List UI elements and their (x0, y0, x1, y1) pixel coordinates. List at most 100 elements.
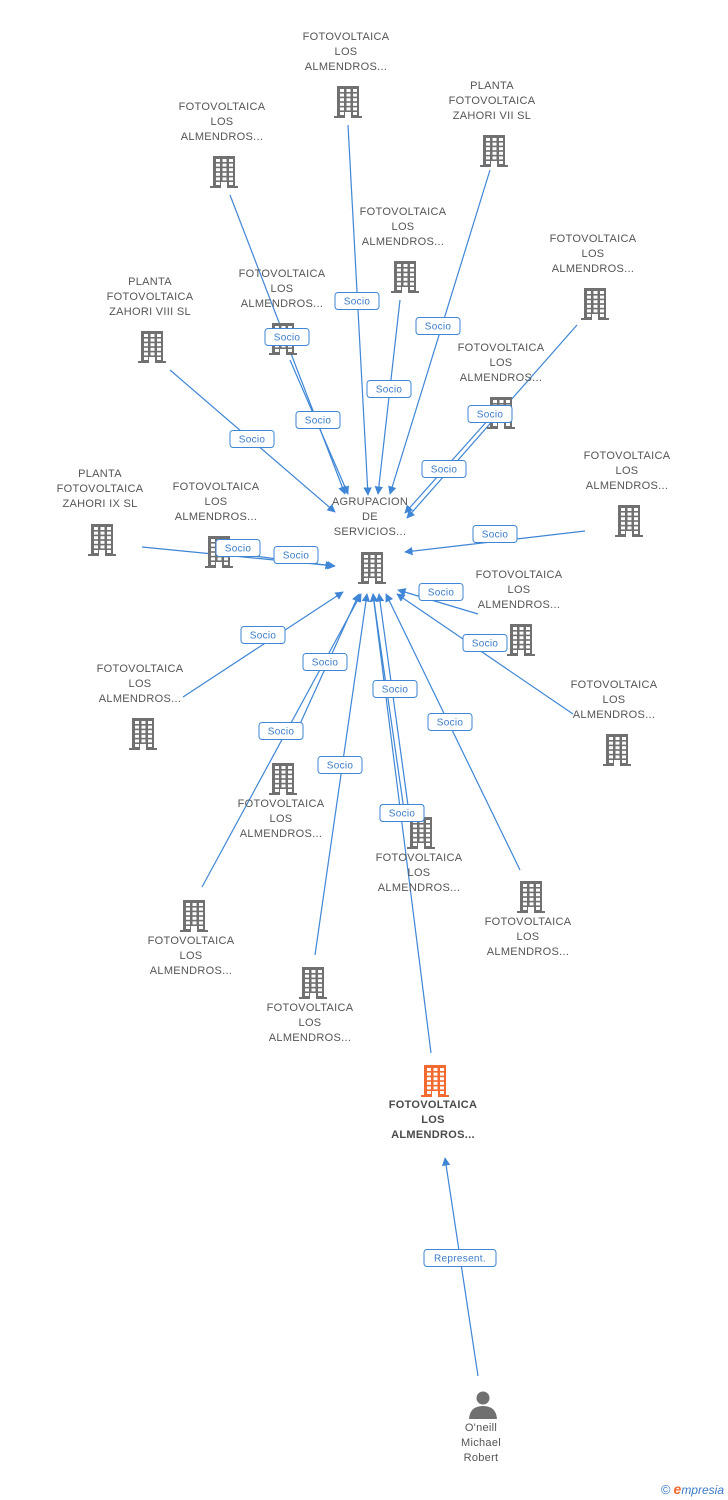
edge-label-text: Socio (327, 761, 354, 772)
edge-label-n14[interactable]: Socio (462, 634, 508, 652)
building-icon[interactable] (517, 881, 545, 913)
edge-label-text: Socio (305, 416, 332, 427)
node-n12[interactable]: FOTOVOLTAICALOSALMENDROS... (476, 569, 563, 656)
edge-label-text: Socio (225, 544, 252, 555)
node-label-line: ALMENDROS... (269, 1032, 351, 1044)
node-label-line: Michael (461, 1437, 501, 1449)
node-n19[interactable]: FOTOVOLTAICALOSALMENDROS... (267, 967, 354, 1044)
node-label-line: FOTOVOLTAICA (238, 798, 325, 810)
building-icon[interactable] (88, 524, 116, 556)
edge-label-person[interactable]: Represent. (423, 1249, 497, 1267)
node-label-line: LOS (129, 678, 152, 690)
building-icon[interactable] (603, 734, 631, 766)
node-n5[interactable]: FOTOVOLTAICALOSALMENDROS... (550, 233, 637, 320)
node-n4[interactable]: FOTOVOLTAICALOSALMENDROS... (360, 206, 447, 293)
edge-line-n19 (314, 593, 371, 956)
edge-label-box (295, 411, 341, 429)
node-n1[interactable]: FOTOVOLTAICALOSALMENDROS... (303, 31, 390, 118)
edge-label-n9[interactable]: Socio (472, 525, 518, 543)
edge-label-n13[interactable]: Socio (240, 626, 286, 644)
node-n13[interactable]: FOTOVOLTAICALOSALMENDROS... (97, 663, 184, 750)
edge-label-box (372, 680, 418, 698)
node-label-line: FOTOVOLTAICA (449, 95, 536, 107)
edge-label-n8[interactable]: Socio (467, 405, 513, 423)
building-icon[interactable] (129, 718, 157, 750)
node-label-line: AGRUPACION (332, 496, 408, 508)
edge-label-n15[interactable]: Socio (302, 653, 348, 671)
edge-label-n16[interactable]: Socio (372, 680, 418, 698)
building-icon[interactable] (210, 156, 238, 188)
edge-label-n5[interactable]: Socio (421, 460, 467, 478)
edge-line-n18 (201, 593, 362, 888)
node-label-line: ALMENDROS... (240, 828, 322, 840)
node-label-line: LOS (616, 465, 639, 477)
edge-label-n4[interactable]: Socio (366, 380, 412, 398)
edge-label-box (273, 546, 319, 564)
node-center[interactable]: AGRUPACIONDESERVICIOS... (332, 496, 408, 584)
edge-label-n11[interactable]: Socio (273, 546, 319, 564)
empresia-logo[interactable]: empresia (674, 1481, 724, 1497)
building-icon[interactable] (138, 331, 166, 363)
edge-label-box (462, 634, 508, 652)
building-icon[interactable] (358, 552, 386, 584)
building-icon[interactable] (334, 86, 362, 118)
edge-label-n19[interactable]: Socio (317, 756, 363, 774)
brand-name: mpresia (681, 1483, 724, 1497)
edge-label-n2[interactable]: Socio (295, 411, 341, 429)
node-n17[interactable]: FOTOVOLTAICALOSALMENDROS... (485, 881, 572, 958)
node-n14[interactable]: FOTOVOLTAICALOSALMENDROS... (571, 679, 658, 766)
node-label-line: ALMENDROS... (478, 599, 560, 611)
edge-label-n12[interactable]: Socio (418, 583, 464, 601)
building-icon[interactable] (581, 288, 609, 320)
building-icon[interactable] (269, 763, 297, 795)
edge-label-n1[interactable]: Socio (334, 292, 380, 310)
node-label-line: ALMENDROS... (586, 480, 668, 492)
node-label-line: LOS (335, 46, 358, 58)
edge-label-n17[interactable]: Socio (427, 713, 473, 731)
building-icon[interactable] (615, 505, 643, 537)
edge-label-n10[interactable]: Socio (215, 539, 261, 557)
building-icon[interactable] (180, 900, 208, 932)
edge-label-text: Socio (431, 465, 458, 476)
node-label-line: ALMENDROS... (573, 709, 655, 721)
edge-label-box (427, 713, 473, 731)
brand-initial: e (673, 1481, 682, 1497)
edge-label-text: Socio (382, 685, 409, 696)
edge-label-n6[interactable]: Socio (229, 430, 275, 448)
edge-label-text: Socio (268, 727, 295, 738)
person-icon[interactable] (469, 1391, 497, 1420)
node-label-line: FOTOVOLTAICA (485, 916, 572, 928)
building-icon[interactable] (507, 624, 535, 656)
edge-label-box (415, 317, 461, 335)
node-label-line: ALMENDROS... (487, 946, 569, 958)
building-icon[interactable] (391, 261, 419, 293)
edge-label-text: Socio (472, 639, 499, 650)
node-label-line: ZAHORI VIII SL (109, 306, 191, 318)
node-n9[interactable]: FOTOVOLTAICALOSALMENDROS... (584, 450, 671, 537)
node-n2[interactable]: FOTOVOLTAICALOSALMENDROS... (179, 101, 266, 188)
node-n16[interactable]: FOTOVOLTAICALOSALMENDROS... (376, 817, 463, 894)
node-label-line: ALMENDROS... (552, 263, 634, 275)
node-hl[interactable]: FOTOVOLTAICALOSALMENDROS... (389, 1065, 478, 1141)
building-icon[interactable] (480, 135, 508, 167)
edge-label-n18[interactable]: Socio (258, 722, 304, 740)
edge-label-text: Socio (312, 658, 339, 669)
node-label-line: LOS (211, 116, 234, 128)
building-icon[interactable] (421, 1065, 449, 1097)
node-label-line: FOTOVOLTAICA (97, 663, 184, 675)
edge-label-n7[interactable]: Socio (264, 328, 310, 346)
edge-label-box (467, 405, 513, 423)
edge-label-n3[interactable]: Socio (415, 317, 461, 335)
node-label-line: LOS (270, 813, 293, 825)
node-n15[interactable]: FOTOVOLTAICA LOS ALMENDROS... (238, 763, 325, 840)
node-label-line: FOTOVOLTAICA (267, 1002, 354, 1014)
node-label-line: LOS (421, 1114, 445, 1126)
building-icon[interactable] (299, 967, 327, 999)
edge-label-hl[interactable]: Socio (379, 804, 425, 822)
node-n18[interactable]: FOTOVOLTAICALOSALMENDROS... (148, 900, 235, 977)
